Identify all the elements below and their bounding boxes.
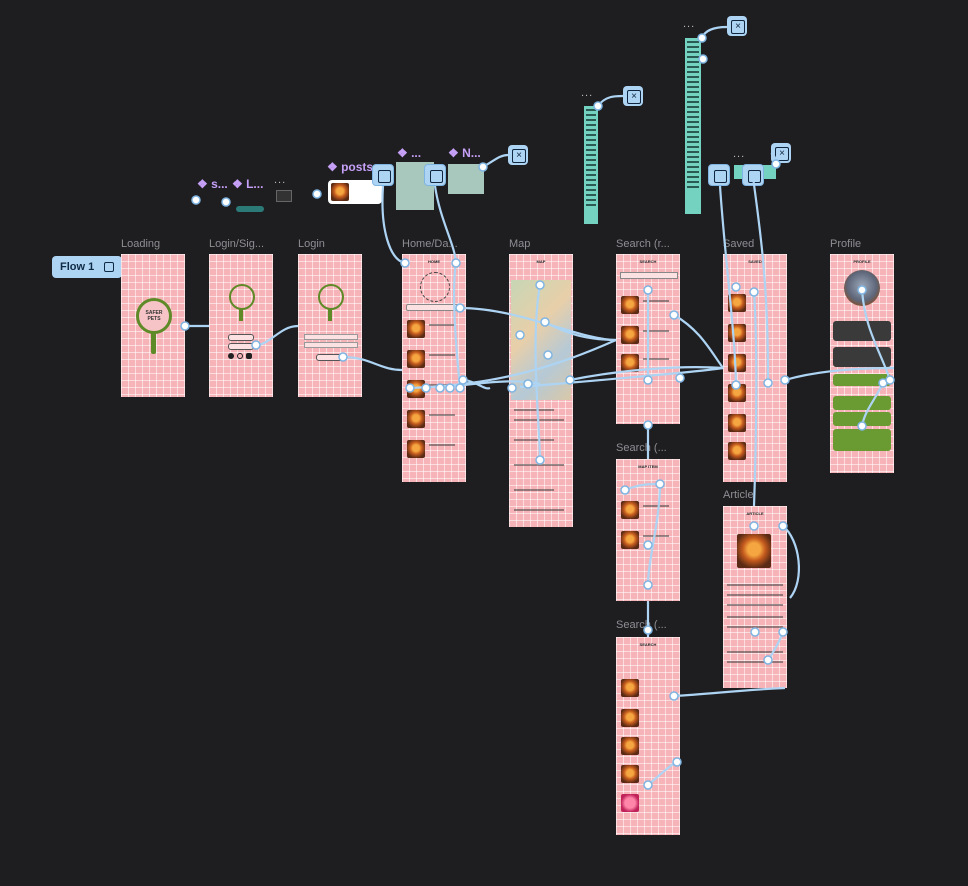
connection-wire [625, 484, 660, 490]
connection-wire [460, 308, 616, 340]
connection-wire [862, 383, 883, 426]
connection-wire [435, 186, 456, 263]
connection-wire [382, 186, 405, 263]
connection-wire [343, 357, 402, 370]
connection-wire [754, 292, 756, 506]
connection-wire [256, 326, 298, 345]
connection-wire [785, 368, 894, 380]
connection-wire [536, 285, 540, 460]
connection-wire [783, 526, 799, 598]
connection-wire [674, 688, 785, 696]
connection-wire [648, 762, 677, 785]
connection-wire [768, 632, 783, 660]
connection-wire [454, 263, 460, 388]
connection-wire [648, 484, 660, 585]
connection-wire [545, 322, 616, 340]
connection-wire [862, 290, 890, 380]
connection-wire [674, 315, 723, 368]
